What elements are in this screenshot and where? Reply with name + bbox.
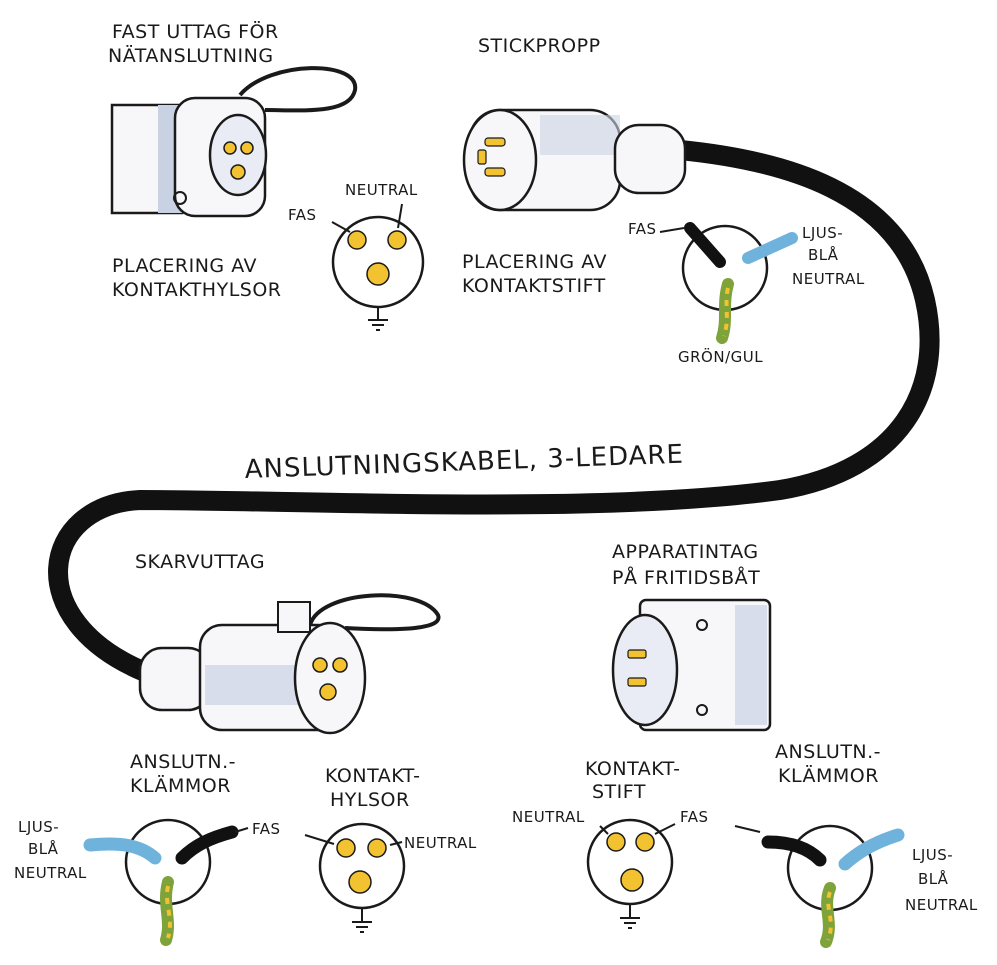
- pin-face-bottom-right: [586, 818, 676, 929]
- label-neutral-bottom-left-right: NEUTRAL: [404, 834, 477, 852]
- fixed-outlet-title-line1: FAST UTTAG FÖR: [112, 20, 279, 43]
- label-fas-plug: FAS: [628, 220, 657, 238]
- clamp-face-bottom-right: [734, 824, 905, 948]
- label-green-yellow: GRÖN/GUL: [678, 347, 763, 366]
- pins-right-line2: STIFT: [592, 781, 646, 803]
- earth-symbol: [368, 307, 388, 331]
- label-fas-top-left: FAS: [288, 206, 317, 224]
- pins-right-line1: KONTAKT-: [585, 758, 680, 780]
- connection-cable: [48, 140, 940, 682]
- extension-socket-title: SKARVUTTAG: [135, 551, 265, 573]
- socket-face-bottom-left: [304, 822, 406, 933]
- label-ljus-plug: LJUS-: [802, 224, 843, 242]
- label-ljus-bottom-right: LJUS-: [912, 846, 953, 864]
- label-neutral-top-left: NEUTRAL: [345, 181, 418, 199]
- placement-sockets-line2: KONTAKTHYLSOR: [112, 279, 282, 301]
- boat-inlet-title-line2: PÅ FRITIDSBÅT: [612, 566, 760, 589]
- clamps-left-line1: ANSLUTN.-: [130, 751, 236, 773]
- placement-sockets-line1: PLACERING AV: [112, 255, 257, 277]
- label-fas-bottom-right: FAS: [680, 808, 709, 826]
- extension-socket: [138, 593, 441, 735]
- label-bla-bottom-right: BLÅ: [918, 869, 949, 888]
- clamp-face-bottom-left: [83, 818, 249, 946]
- sockets-left-line1: KONTAKT-: [325, 765, 420, 787]
- placement-pins-line1: PLACERING AV: [462, 251, 607, 273]
- label-neutral-bottom-right-far: NEUTRAL: [905, 896, 978, 914]
- placement-pins-line2: KONTAKTSTIFT: [462, 275, 606, 297]
- clamps-right-line1: ANSLUTN.-: [775, 741, 881, 763]
- label-neutral-plug: NEUTRAL: [792, 270, 865, 288]
- sockets-left-line2: HYLSOR: [330, 789, 410, 811]
- label-fas-bottom-left: FAS: [252, 820, 281, 838]
- fixed-outlet: [110, 66, 358, 218]
- label-ljus-bottom-left: LJUS-: [18, 818, 59, 836]
- plug: [462, 108, 687, 212]
- fixed-outlet-title-line2: NÄTANSLUTNING: [108, 44, 274, 67]
- label-neutral-bottom-right: NEUTRAL: [512, 808, 585, 826]
- cable-label: ANSLUTNINGSKABEL, 3-LEDARE: [244, 440, 684, 485]
- label-neutral-bottom-left: NEUTRAL: [14, 864, 87, 882]
- clamps-left-line2: KLÄMMOR: [130, 774, 231, 797]
- label-bla-bottom-left: BLÅ: [28, 839, 59, 858]
- boat-inlet: [611, 598, 772, 732]
- boat-inlet-title-line1: APPARATINTAG: [612, 541, 759, 563]
- label-bla-plug: BLÅ: [808, 245, 839, 264]
- pin-face-top: [659, 222, 798, 344]
- plug-title: STICKPROPP: [478, 35, 601, 57]
- socket-face-top: [331, 203, 425, 309]
- clamps-right-line2: KLÄMMOR: [778, 764, 879, 787]
